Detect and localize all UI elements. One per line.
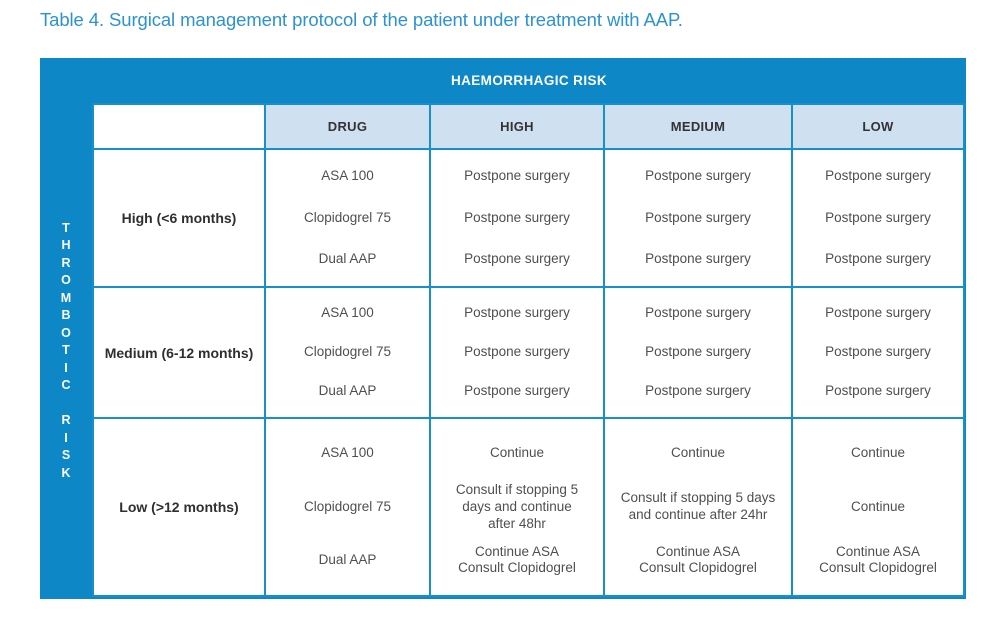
recommendation: Postpone surgery <box>645 304 751 320</box>
corner-cell <box>92 102 266 151</box>
row-medium-thrombotic: Medium (6-12 months) ASA 100 Clopidogrel… <box>92 285 965 420</box>
recommendation: Postpone surgery <box>464 251 570 267</box>
cell-low-drugs: ASA 100 Clopidogrel 75 Dual AAP <box>264 417 431 597</box>
recommendation: Continue <box>850 498 906 514</box>
recommendation: Postpone surgery <box>464 168 570 184</box>
recommendation: Postpone surgery <box>464 383 570 399</box>
cell-medium-haem-medium: Postpone surgery Postpone surgery Postpo… <box>603 285 793 420</box>
column-header-medium: MEDIUM <box>603 102 793 151</box>
cell-low-haem-low: Continue Continue Continue ASA Consult C… <box>791 417 965 597</box>
cell-high-drugs: ASA 100 Clopidogrel 75 Dual AAP <box>264 148 431 288</box>
cell-medium-drugs: ASA 100 Clopidogrel 75 Dual AAP <box>264 285 431 420</box>
recommendation: Postpone surgery <box>645 383 751 399</box>
table-body: T H R O M B O T I C R I S K DRUG HIGH ME… <box>40 102 966 599</box>
drug-item: Clopidogrel 75 <box>303 498 392 514</box>
recommendation: Postpone surgery <box>825 168 931 184</box>
drug-item: ASA 100 <box>321 304 374 320</box>
cell-medium-haem-high: Postpone surgery Postpone surgery Postpo… <box>429 285 605 420</box>
recommendation: Postpone surgery <box>645 251 751 267</box>
recommendation: Continue ASA Consult Clopidogrel <box>819 543 937 576</box>
haemorrhagic-risk-header: HAEMORRHAGIC RISK <box>450 73 608 88</box>
recommendation: Postpone surgery <box>825 383 931 399</box>
table-caption: Table 4. Surgical management protocol of… <box>40 9 683 30</box>
drug-item: Dual AAP <box>318 251 377 267</box>
drug-item: ASA 100 <box>321 168 374 184</box>
recommendation: Continue <box>489 445 545 461</box>
recommendation: Postpone surgery <box>645 168 751 184</box>
recommendation: Consult if stopping 5 days and continue … <box>620 490 776 523</box>
surgical-protocol-table: HAEMORRHAGIC RISK T H R O M B O T I C R … <box>40 58 966 599</box>
column-header-row: DRUG HIGH MEDIUM LOW <box>92 102 965 151</box>
cell-low-haem-high: Continue Consult if stopping 5 days and … <box>429 417 605 597</box>
drug-item: ASA 100 <box>321 445 374 461</box>
recommendation: Continue ASA Consult Clopidogrel <box>639 543 757 576</box>
drug-item: Dual AAP <box>318 383 377 399</box>
cell-low-haem-medium: Continue Consult if stopping 5 days and … <box>603 417 793 597</box>
row-high-thrombotic: High (<6 months) ASA 100 Clopidogrel 75 … <box>92 148 965 288</box>
haemorrhagic-risk-band: HAEMORRHAGIC RISK <box>92 58 966 103</box>
cell-medium-haem-low: Postpone surgery Postpone surgery Postpo… <box>791 285 965 420</box>
recommendation: Postpone surgery <box>825 209 931 225</box>
column-header-low: LOW <box>791 102 965 151</box>
recommendation: Postpone surgery <box>464 344 570 360</box>
table-grid: DRUG HIGH MEDIUM LOW High (<6 months) AS… <box>92 102 966 599</box>
cell-high-haem-medium: Postpone surgery Postpone surgery Postpo… <box>603 148 793 288</box>
recommendation: Postpone surgery <box>464 304 570 320</box>
row-low-thrombotic: Low (>12 months) ASA 100 Clopidogrel 75 … <box>92 417 965 597</box>
drug-item: Dual AAP <box>318 551 377 567</box>
recommendation: Postpone surgery <box>464 209 570 225</box>
thrombotic-risk-label: T H R O M B O T I C R I S K <box>60 220 72 480</box>
row-label-medium: Medium (6-12 months) <box>92 285 266 420</box>
recommendation: Continue ASA Consult Clopidogrel <box>458 543 576 576</box>
recommendation: Postpone surgery <box>645 344 751 360</box>
protocol-grid: DRUG HIGH MEDIUM LOW High (<6 months) AS… <box>92 102 965 597</box>
drug-item: Clopidogrel 75 <box>303 344 392 360</box>
recommendation: Continue <box>670 445 726 461</box>
thrombotic-risk-band: T H R O M B O T I C R I S K <box>40 103 92 599</box>
cell-high-haem-high: Postpone surgery Postpone surgery Postpo… <box>429 148 605 288</box>
recommendation: Postpone surgery <box>825 251 931 267</box>
recommendation: Postpone surgery <box>825 304 931 320</box>
recommendation: Postpone surgery <box>825 344 931 360</box>
recommendation: Postpone surgery <box>645 209 751 225</box>
recommendation: Consult if stopping 5 days and continue … <box>455 481 579 531</box>
column-header-high: HIGH <box>429 102 605 151</box>
cell-high-haem-low: Postpone surgery Postpone surgery Postpo… <box>791 148 965 288</box>
drug-item: Clopidogrel 75 <box>303 209 392 225</box>
row-label-low: Low (>12 months) <box>92 417 266 597</box>
row-label-high: High (<6 months) <box>92 148 266 288</box>
column-header-drug: DRUG <box>264 102 431 151</box>
recommendation: Continue <box>850 445 906 461</box>
